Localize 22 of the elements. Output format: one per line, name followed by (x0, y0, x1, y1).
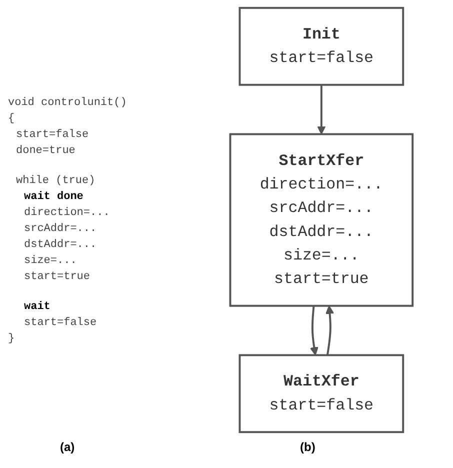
node-box: WaitXfer start=false (238, 354, 404, 434)
figure-caption: (b) (300, 440, 316, 454)
arrow (317, 84, 326, 135)
figure-caption: (a) (60, 440, 75, 454)
code-line: while (true) (15, 174, 96, 189)
node-box: StartXfer direction=... srcAddr=... dstAddr=... size=... start=true (229, 133, 414, 307)
code-line: { (8, 112, 15, 127)
code-line: direction=... (23, 206, 110, 221)
arrow (310, 306, 319, 356)
code-line: done=true (15, 144, 76, 159)
code-line: start=false (15, 128, 89, 143)
code-line: wait done (23, 190, 84, 205)
arrow (326, 305, 334, 356)
code-line: void controlunit() (8, 96, 127, 111)
code-line: srcAddr=... (23, 222, 97, 237)
code-line: } (8, 332, 15, 347)
code-line: start=true (23, 270, 90, 285)
code-line: start=false (23, 316, 97, 331)
code-line: wait (23, 300, 50, 315)
code-line: dstAddr=... (23, 238, 97, 253)
code-line: size=... (23, 254, 77, 269)
node-box: Init start=false (238, 6, 404, 86)
